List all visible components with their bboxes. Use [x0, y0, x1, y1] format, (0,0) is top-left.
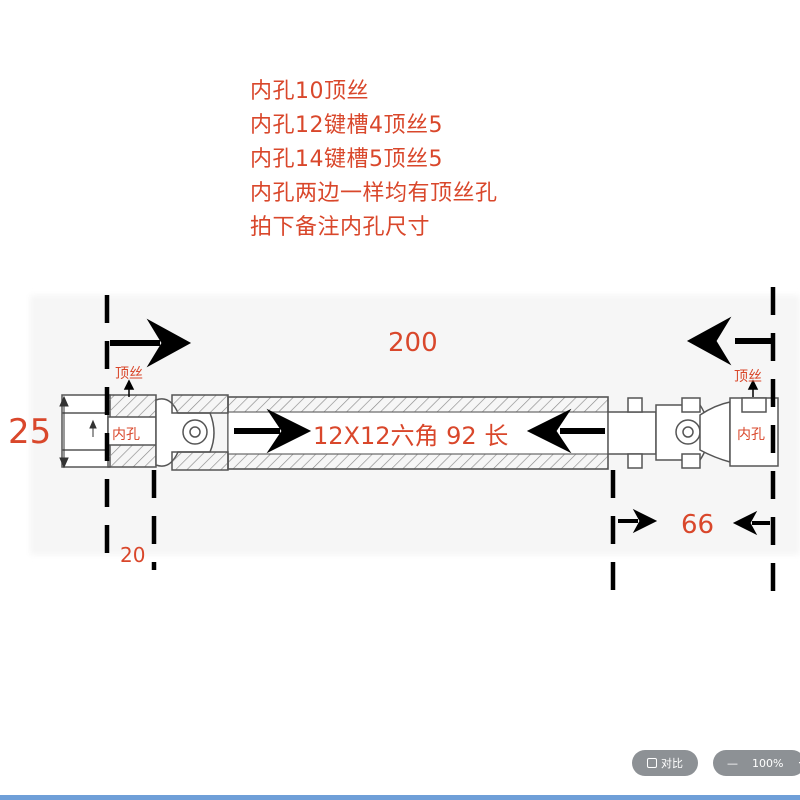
bottom-taskbar-strip [0, 795, 800, 800]
end-length-label: 66 [681, 510, 715, 540]
zoom-out-button[interactable]: — [727, 756, 738, 770]
compare-icon [647, 758, 657, 768]
zoom-in-button[interactable]: + [797, 755, 800, 771]
set-screw-arrows [123, 379, 759, 397]
dimension-arrows [110, 316, 772, 536]
compare-button[interactable]: 对比 [632, 750, 698, 776]
height-label: 25 [8, 412, 52, 452]
note-line-4: 内孔两边一样均有顶丝孔 [250, 181, 498, 206]
left-bore-label: 内孔 [112, 427, 140, 443]
note-line-1: 内孔10顶丝 [250, 79, 369, 104]
note-line-3: 内孔14键槽5顶丝5 [250, 147, 443, 172]
compare-label: 对比 [661, 757, 683, 770]
zoom-level: 100% [752, 756, 784, 770]
note-line-5: 拍下备注内孔尺寸 [250, 215, 431, 240]
left-set-screw-label: 顶丝 [115, 366, 143, 382]
hub-width-label: 20 [120, 543, 146, 567]
left-end-fitting [61, 394, 229, 471]
overall-length-label: 200 [388, 328, 438, 358]
dashed-guide-lines [104, 287, 776, 592]
requirements-notes: 内孔10顶丝 内孔12键槽4顶丝5 内孔14键槽5顶丝5 内孔两边一样均有顶丝孔… [250, 75, 498, 245]
note-line-2: 内孔12键槽4顶丝5 [250, 113, 443, 138]
height-dimension-line [59, 395, 97, 469]
right-end-fitting [607, 397, 779, 469]
shaft-spec-label: 12X12六角 92 长 [313, 422, 509, 450]
zoom-control: — 100% + [713, 750, 800, 776]
right-bore-label: 内孔 [737, 427, 765, 443]
right-set-screw-label: 顶丝 [734, 369, 762, 385]
